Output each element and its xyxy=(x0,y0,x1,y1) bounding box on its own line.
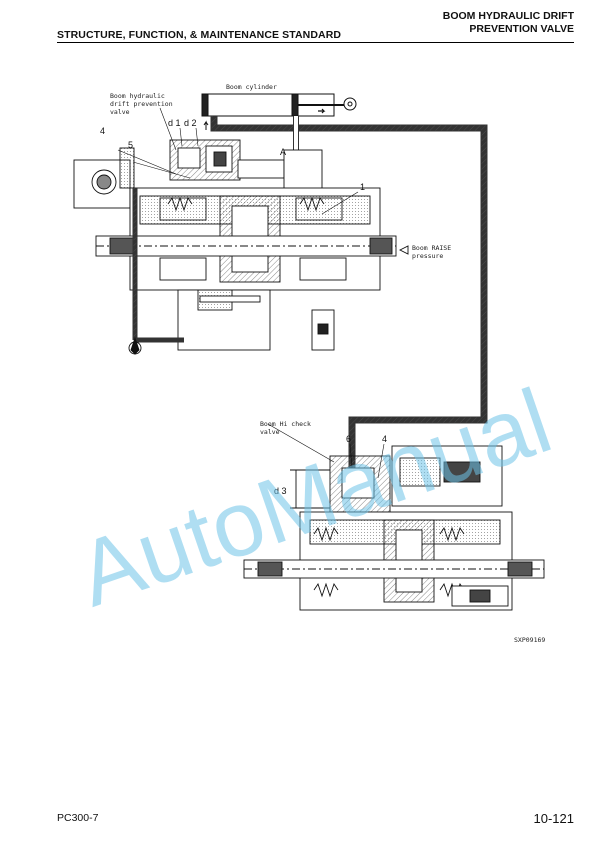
page-number: 10-121 xyxy=(533,811,574,826)
hi-check-valve-label-line-2: valve xyxy=(260,428,280,436)
lower-valve-body xyxy=(243,423,545,611)
boom-raise-label-line-2: pressure xyxy=(412,252,443,260)
figure-id: SXP09169 xyxy=(514,636,545,644)
boom-cylinder-label: Boom cylinder xyxy=(226,83,277,91)
boom-cylinder xyxy=(201,93,357,117)
header-rule xyxy=(57,42,574,43)
dimension-d2: d 2 xyxy=(184,118,197,128)
callout-4: 4 xyxy=(100,126,105,136)
callout-5: 5 xyxy=(128,140,133,150)
boom-raise-label-line-1: Boom RAISE xyxy=(412,244,451,252)
page-title: BOOM HYDRAULIC DRIFT PREVENTION VALVE xyxy=(443,10,574,36)
drift-valve-label-line-1: Boom hydraulic xyxy=(110,92,165,100)
page-title-line-1: BOOM HYDRAULIC DRIFT xyxy=(442,10,574,22)
callout-1: 1 xyxy=(360,182,365,192)
drift-valve-label-line-3: valve xyxy=(110,108,130,116)
hi-check-valve-label-line-1: Boom Hi check xyxy=(260,420,311,428)
callout-4-lower: 4 xyxy=(382,434,387,444)
model-number: PC300-7 xyxy=(57,812,99,824)
callout-A: A xyxy=(280,147,286,157)
drift-valve-label-line-2: drift prevention xyxy=(110,100,173,108)
page-title-line-2: PREVENTION VALVE xyxy=(469,23,574,35)
callout-6: 6 xyxy=(346,434,351,444)
dimension-d3: d 3 xyxy=(274,486,287,496)
dimension-d1: d 1 xyxy=(168,118,181,128)
section-heading: STRUCTURE, FUNCTION, & MAINTENANCE STAND… xyxy=(57,29,342,41)
upper-valve-body xyxy=(73,107,409,355)
